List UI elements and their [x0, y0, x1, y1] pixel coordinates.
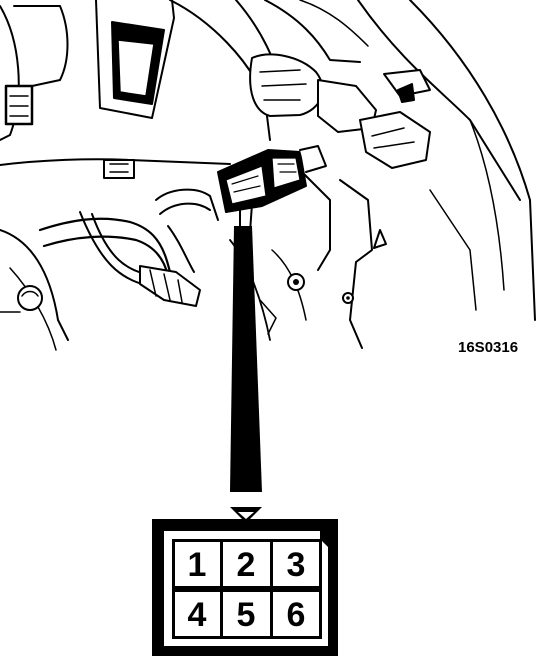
pin-cell-1 — [175, 542, 220, 586]
console-housing — [95, 0, 175, 119]
pin-number-2: 2 — [237, 546, 256, 584]
pin-number-6: 6 — [287, 596, 306, 634]
dashboard-vent-frame — [13, 5, 69, 87]
target-connector-illustration — [217, 145, 327, 235]
dashboard-panel-outline — [0, 5, 20, 141]
connector-face-diagram: 1 2 3 4 5 6 — [152, 507, 338, 656]
callout-pointer — [230, 226, 262, 492]
figure-reference-code: 16S0316 — [458, 339, 518, 356]
lower-kick-panel — [0, 229, 69, 341]
panel-screw — [17, 285, 43, 311]
pin-number-1: 1 — [188, 546, 207, 584]
harness-clip — [103, 159, 135, 179]
pin-cell-6 — [273, 592, 319, 636]
pin-cell-5 — [223, 592, 270, 636]
mounting-bracket — [299, 169, 373, 349]
pin-number-5: 5 — [237, 596, 256, 634]
left-switch-block — [4, 84, 34, 126]
pin-number-4: 4 — [188, 596, 207, 634]
vehicle-interior-illustration — [0, 0, 536, 351]
pin-number-3: 3 — [287, 546, 306, 584]
pin-cell-2 — [223, 542, 270, 586]
pin-cell-3 — [273, 542, 319, 586]
pin-cell-4 — [175, 592, 220, 636]
